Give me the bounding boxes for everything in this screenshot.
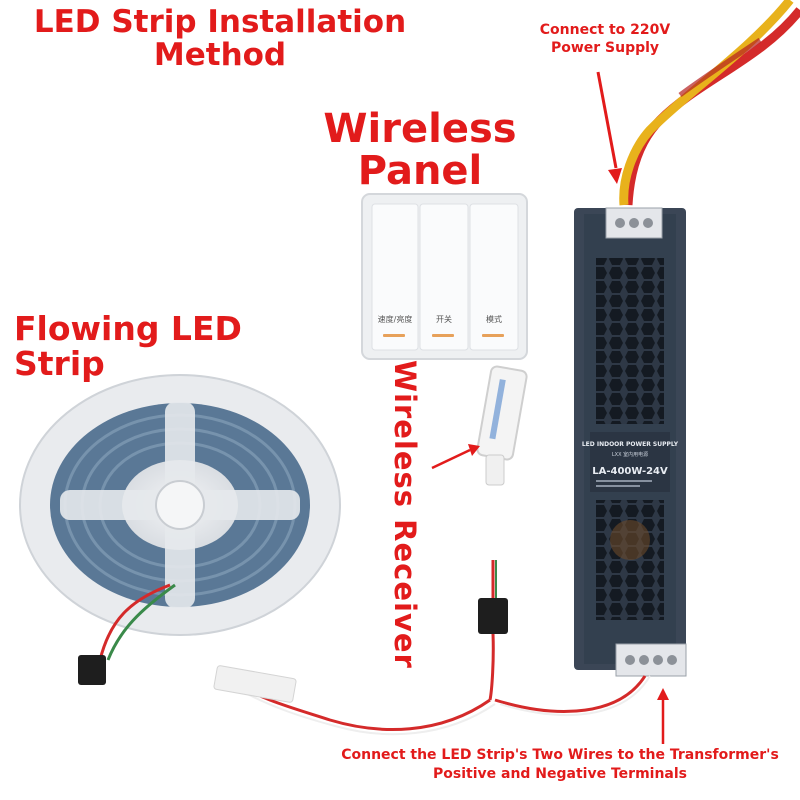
- arrow-power-supply: [596, 71, 622, 184]
- page-title: LED Strip Installation Method: [10, 6, 430, 71]
- terminal-note-line2: Positive and Negative Terminals: [433, 765, 687, 782]
- wireless-receiver: [476, 365, 528, 486]
- panel-button-power: 开关: [436, 314, 452, 324]
- wireless-panel: 速度/亮度 开关 模式: [361, 193, 528, 360]
- led-strip-label: Flowing LED Strip: [14, 309, 242, 383]
- strip-wiring: [78, 560, 651, 736]
- power-cable: [619, 0, 800, 206]
- page-title-line2: Method: [153, 36, 287, 73]
- power-supply-note-line2: Power Supply: [550, 39, 660, 56]
- panel-button-speed: 速度/亮度: [378, 314, 413, 324]
- arrow-terminal: [657, 688, 669, 744]
- terminal-note: Connect the LED Strip's Two Wires to the…: [320, 746, 800, 784]
- terminal-note-line1: Connect the LED Strip's Two Wires to the…: [341, 747, 779, 763]
- power-supply-note-line1: Connect to 220V: [539, 22, 671, 38]
- led-strip-reel: [19, 374, 341, 636]
- wireless-panel-label: Wireless Panel: [300, 108, 540, 192]
- wireless-receiver-label: Wireless Receiver: [388, 360, 422, 669]
- wireless-panel-label-line1: Wireless: [323, 106, 517, 152]
- arrow-receiver: [431, 444, 480, 470]
- power-supply: LED INDOOR POWER SUPPLY LXX 室内用电源 LA-400…: [574, 207, 687, 677]
- panel-button-mode: 模式: [486, 314, 502, 324]
- psu-model: LA-400W-24V: [592, 466, 668, 477]
- psu-subheading: LXX 室内用电源: [612, 451, 648, 458]
- page-title-line1: LED Strip Installation: [33, 4, 407, 40]
- psu-heading: LED INDOOR POWER SUPPLY: [582, 441, 679, 448]
- power-supply-note: Connect to 220V Power Supply: [520, 22, 690, 57]
- wireless-panel-label-line2: Panel: [357, 148, 483, 194]
